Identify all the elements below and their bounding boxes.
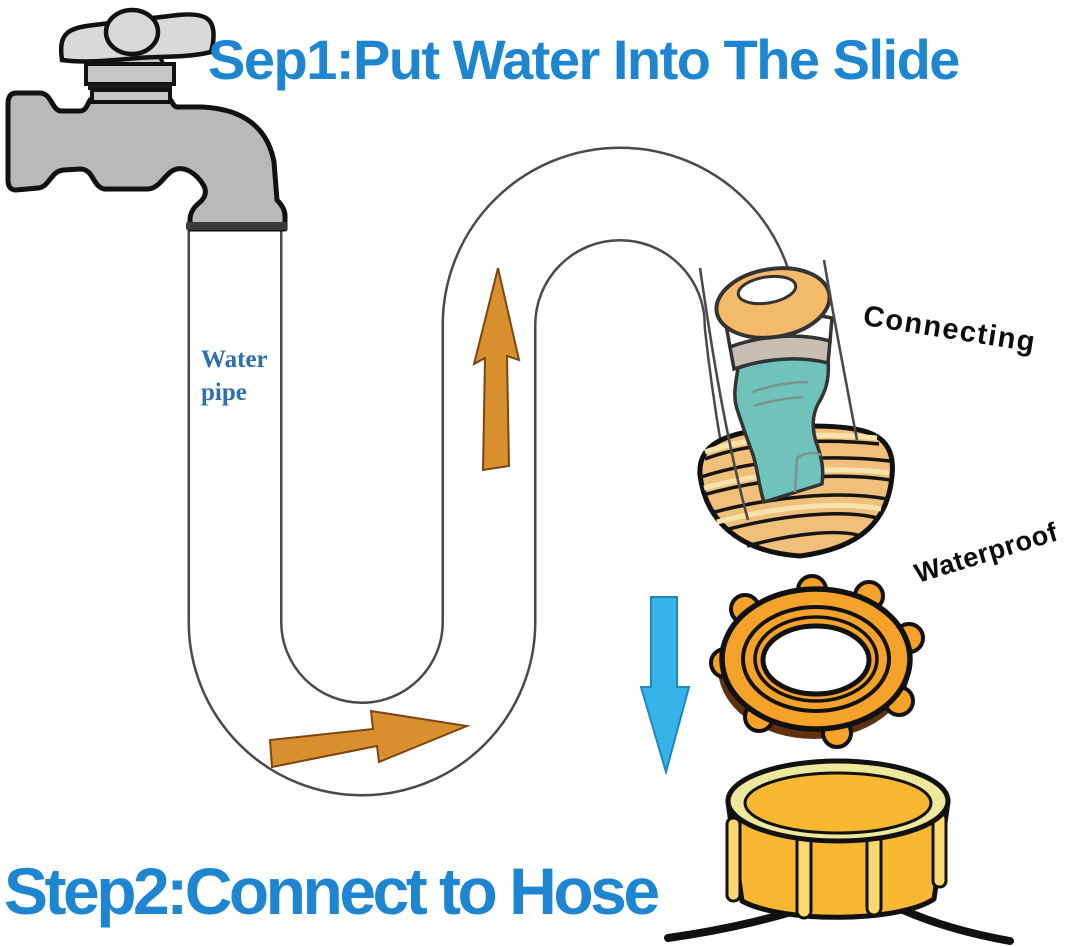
faucet-icon <box>5 7 288 232</box>
flow-right-arrow-icon <box>268 709 471 769</box>
step1-title: Sep1:Put Water Into The Slide <box>208 28 960 91</box>
hose-cap-icon <box>664 758 1014 945</box>
water-pipe-label: Water pipe <box>201 346 268 406</box>
washer-icon <box>709 574 925 749</box>
hose-connector-icon <box>697 259 895 559</box>
down-arrow-icon <box>639 596 691 776</box>
water-pipe-icon <box>187 146 815 797</box>
step2-title: Step2:Connect to Hose <box>4 854 660 928</box>
flow-up-arrow-icon <box>472 267 521 472</box>
